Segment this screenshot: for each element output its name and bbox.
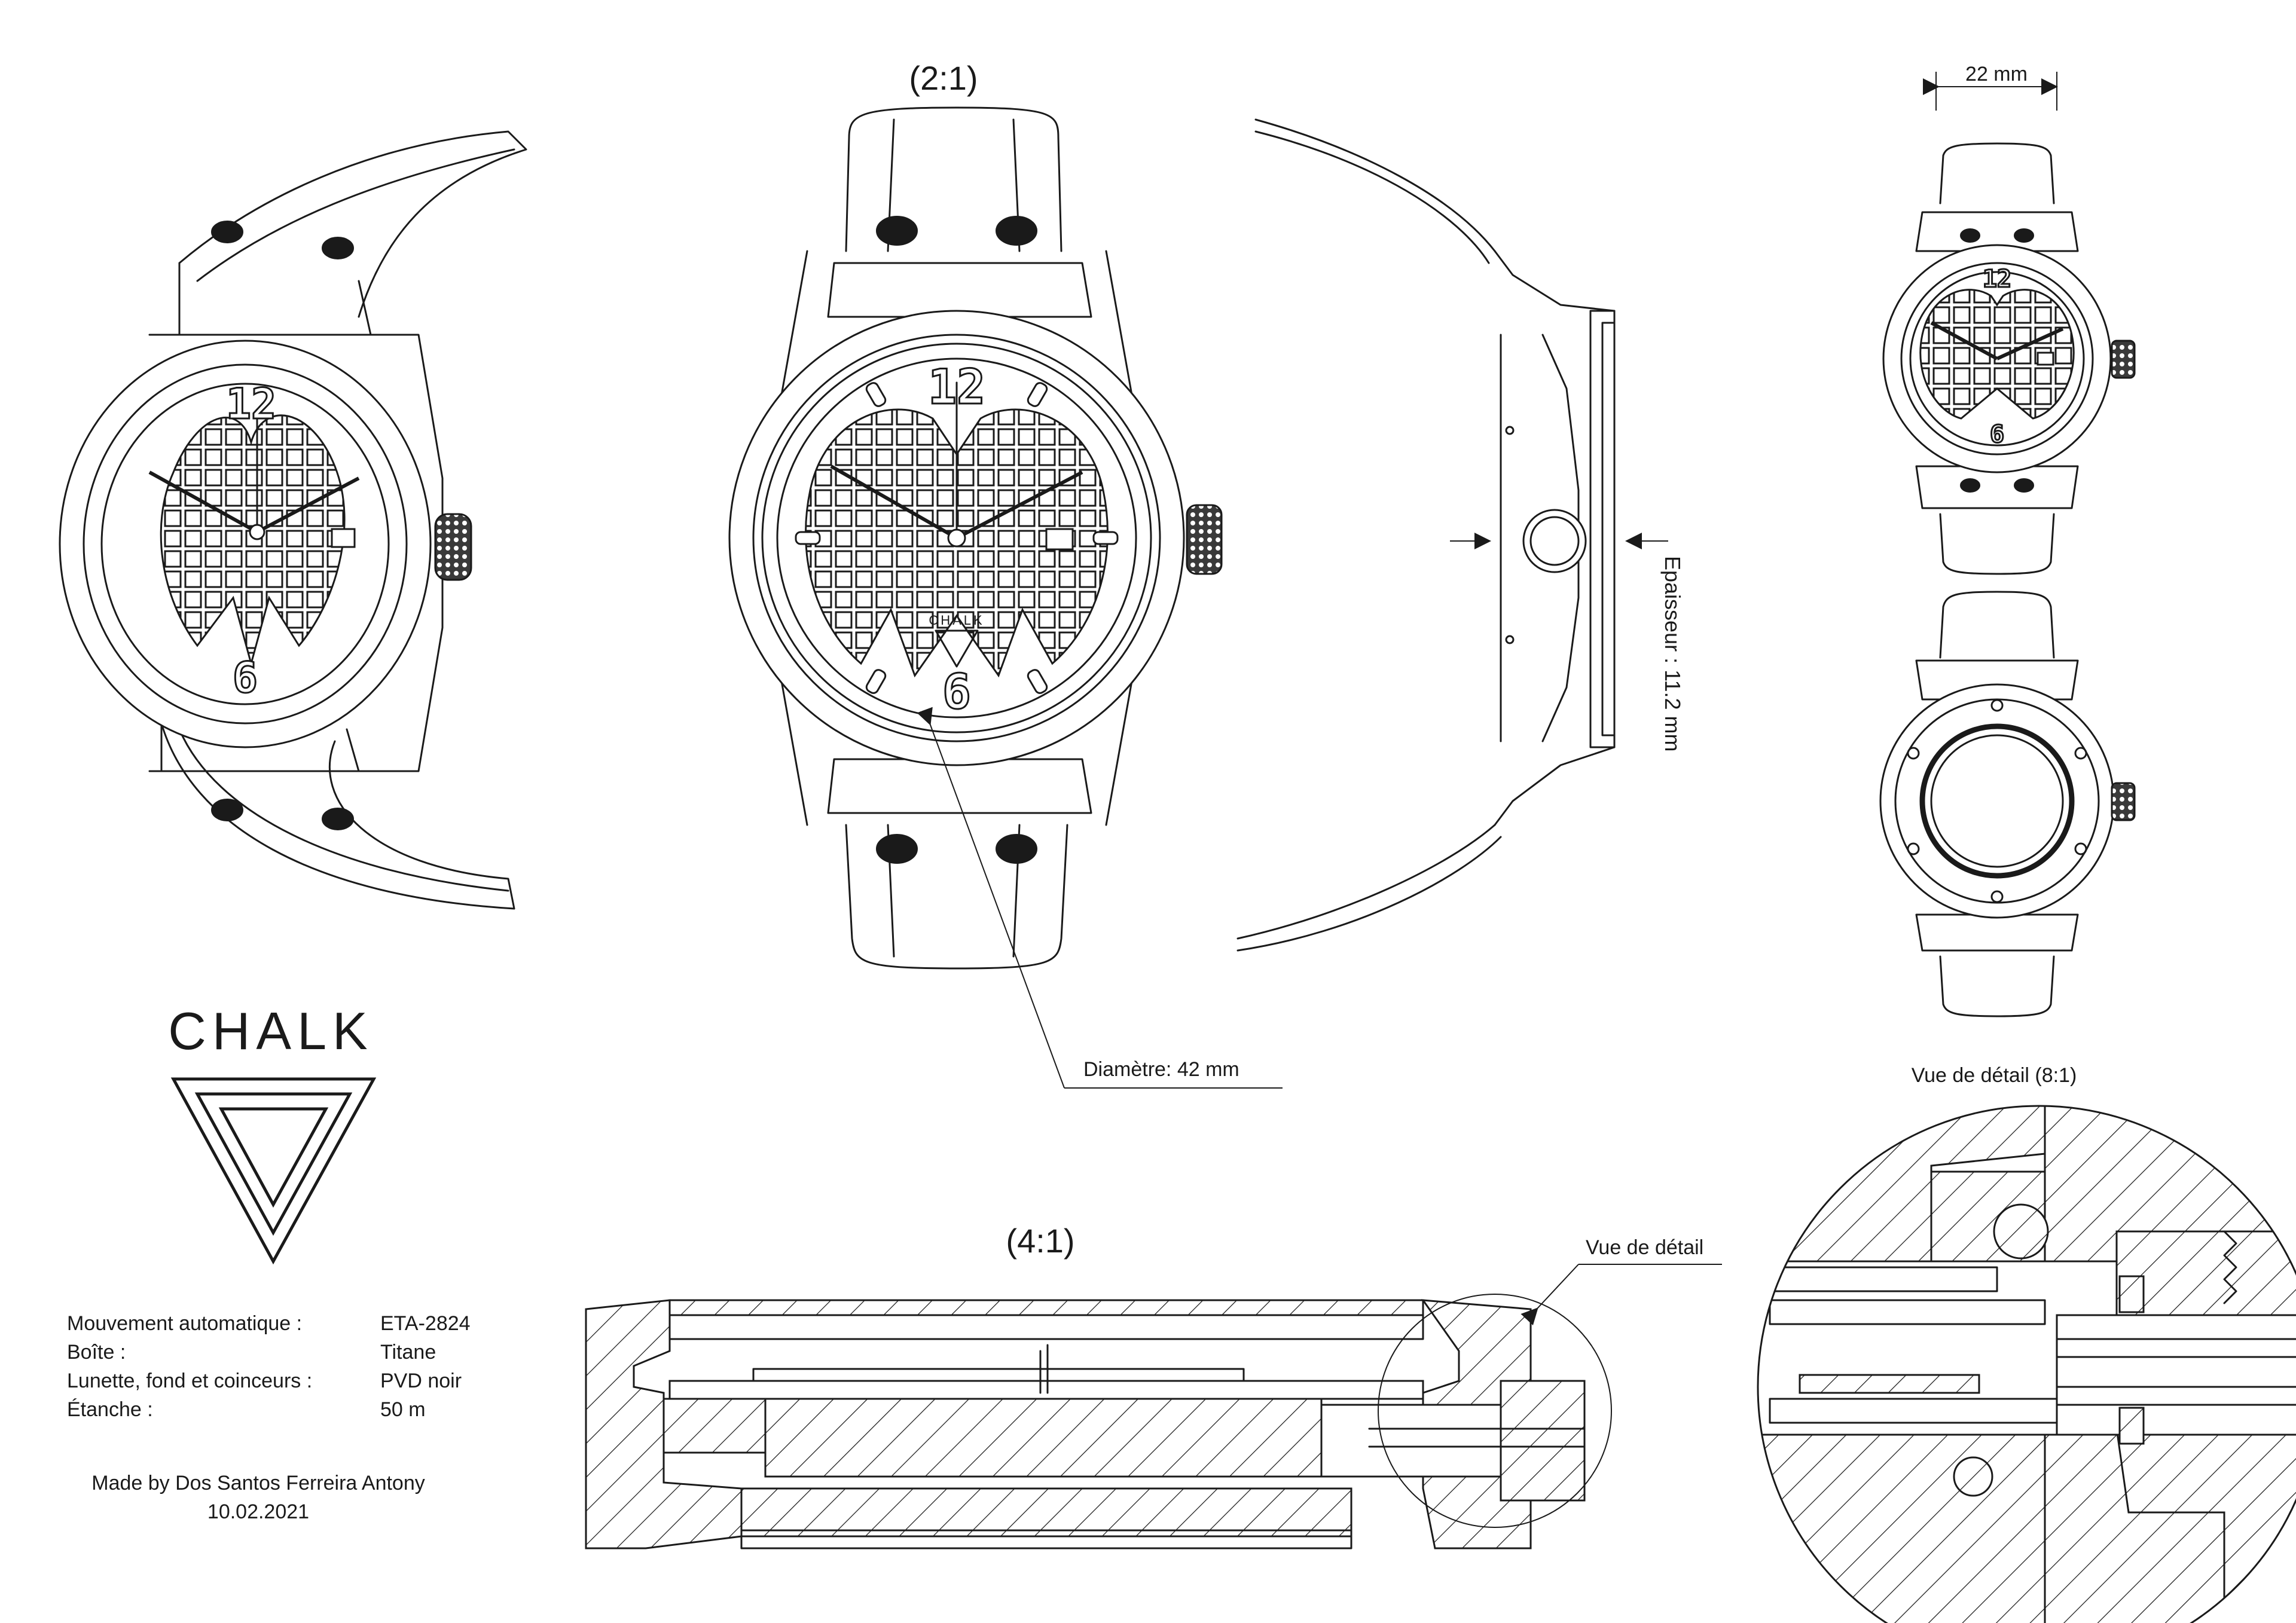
perspective-crown bbox=[434, 513, 472, 581]
drawing-date: 10.02.2021 bbox=[207, 1500, 309, 1523]
detail-view bbox=[1757, 1105, 2296, 1623]
detail-callout-label: Vue de détail bbox=[1586, 1236, 1703, 1259]
spec-value: 50 m bbox=[380, 1398, 426, 1421]
perspective-numeral-12: 12 bbox=[226, 380, 276, 429]
brand-name: CHALK bbox=[168, 1001, 373, 1060]
front-crown bbox=[1186, 504, 1223, 575]
main-view-scale: (2:1) bbox=[909, 59, 978, 97]
section-view bbox=[585, 1264, 1722, 1549]
side-crown bbox=[1522, 509, 1587, 573]
detail-view-title: Vue de détail (8:1) bbox=[1912, 1064, 2077, 1087]
thickness-label: Epaisseur : 11.2 mm bbox=[1660, 556, 1685, 751]
strap-width-label: 22 mm bbox=[1965, 63, 2028, 85]
spec-value: PVD noir bbox=[380, 1370, 462, 1392]
spec-label: Mouvement automatique : bbox=[67, 1312, 302, 1335]
dial-logo-text: CHALK bbox=[929, 613, 984, 628]
diameter-label: Diamètre: 42 mm bbox=[1083, 1058, 1239, 1081]
perspective-numeral-6: 6 bbox=[233, 653, 258, 702]
section-view-scale: (4:1) bbox=[1006, 1222, 1074, 1260]
perspective-view: 12 6 bbox=[59, 130, 527, 910]
spec-value: ETA-2824 bbox=[380, 1312, 471, 1335]
spec-value: Titane bbox=[380, 1341, 436, 1364]
spec-label: Lunette, fond et coinceurs : bbox=[67, 1370, 312, 1392]
front-view: 12 6 CHALK bbox=[728, 106, 1223, 970]
small-front-view: 12 6 bbox=[1882, 72, 2136, 575]
side-view bbox=[1236, 118, 1668, 952]
brand-triangle-logo bbox=[170, 1077, 377, 1265]
spec-label: Étanche : bbox=[67, 1398, 153, 1421]
front-numeral-6: 6 bbox=[942, 664, 971, 720]
spec-label: Boîte : bbox=[67, 1341, 126, 1364]
specifications-table: Mouvement automatique : ETA-2824 Boîte :… bbox=[67, 1312, 471, 1421]
small-numeral-12: 12 bbox=[1983, 265, 2011, 293]
small-numeral-6: 6 bbox=[1990, 421, 2004, 448]
author-credit: Made by Dos Santos Ferreira Antony bbox=[91, 1472, 425, 1494]
small-back-view bbox=[1879, 591, 2136, 1017]
